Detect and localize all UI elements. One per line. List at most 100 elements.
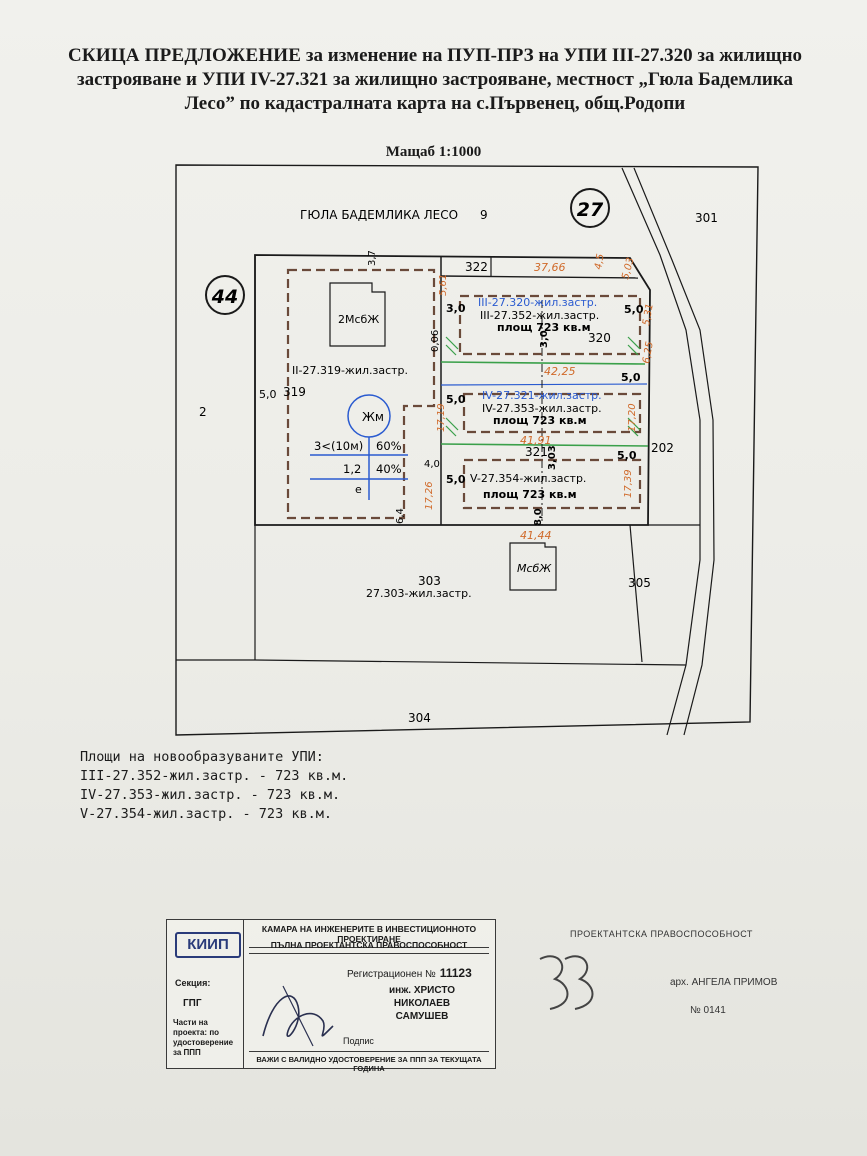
- document-title: СКИЦА ПРЕДЛОЖЕНИЕ за изменение на ПУП-ПР…: [40, 44, 830, 116]
- boundary-305: [629, 524, 643, 663]
- building-2msbzh: [329, 282, 386, 347]
- area-352: площ 723 кв.м: [497, 321, 591, 334]
- section-value: ГПГ: [183, 998, 202, 1009]
- areas-line-1: III-27.352-жил.застр. - 723 кв.м.: [80, 768, 349, 784]
- dim-4-0: 4,0: [424, 459, 440, 470]
- parcel-320: 320: [588, 331, 611, 345]
- upi-321: IV-27.321-жил.застр.: [482, 389, 602, 402]
- chamber-name: КАМАРА НА ИНЖЕНЕРИТЕ В ИНВЕСТИЦИОННОТО П…: [249, 924, 489, 948]
- parcel-301: 301: [695, 211, 718, 225]
- parcel-202: 202: [651, 441, 674, 455]
- green-hatches: [445, 336, 641, 437]
- new-upi-areas: Площи на новообразуваните УПИ: III-27.35…: [80, 748, 348, 824]
- dim-5-0-e: 5,0: [617, 449, 637, 462]
- stamp-left-column: [167, 920, 244, 1068]
- block-27-number: 27: [577, 199, 604, 221]
- architect-capacity: проектантска правоспособност: [570, 929, 753, 939]
- upi-354: V-27.354-жил.застр.: [470, 472, 586, 485]
- upi-353: IV-27.353-жил.застр.: [482, 402, 602, 415]
- signature: [262, 985, 334, 1047]
- dim-6-4: 6,4: [395, 508, 406, 524]
- setback-352: [458, 294, 642, 356]
- parcel-304: 304: [408, 711, 431, 725]
- parcel-303: 303: [418, 574, 441, 588]
- zone-zhm-label: Жм: [362, 410, 384, 424]
- dim-3-03: 3,03: [547, 445, 558, 470]
- setback-319: [286, 268, 436, 520]
- dim-37-66: 37,66: [534, 261, 566, 274]
- stamp-footer: ВАЖИ С ВАЛИДНО УДОСТОВЕРЕНИЕ ЗА ППП ЗА Т…: [249, 1051, 489, 1073]
- parcel-322: 322: [465, 260, 488, 274]
- dim-6-25: 6,25: [641, 341, 656, 365]
- dim-3-0-b: 3,0: [539, 330, 550, 348]
- setback-lines: [286, 268, 642, 520]
- upi-352: III-27.352-жил.застр.: [480, 309, 599, 322]
- parcel-9: 9: [480, 208, 488, 222]
- dim-5-0-d: 5,0: [446, 393, 466, 406]
- building-2msbzh-label: 2МсбЖ: [338, 313, 379, 326]
- title-line3: Лесо” по кадастралната карта на с.Първен…: [184, 93, 686, 114]
- boundary-322-south: [440, 275, 639, 279]
- green-boundary-1: [440, 361, 646, 365]
- signature-label: Подпис: [343, 1036, 374, 1046]
- kiip-logo: КИИП: [175, 932, 241, 958]
- dim-0-06: 0,06: [430, 330, 441, 352]
- dim-17-19: 17,19: [436, 403, 447, 432]
- locality-label: ГЮЛА БАДЕМЛИКА ЛЕСО: [300, 208, 458, 222]
- engineer-name: инж. ХРИСТО НИКОЛАЕВ САМУШЕВ: [389, 985, 455, 1022]
- areas-line-3: V-27.354-жил.застр. - 723 кв.м.: [80, 806, 332, 822]
- road-edge-right: [633, 167, 715, 736]
- title-lead: СКИЦА ПРЕДЛОЖЕНИЕ: [67, 45, 302, 66]
- dim-41-91: 41,91: [520, 434, 552, 447]
- architect-logo: [539, 955, 594, 1010]
- zone-cross: [310, 437, 408, 500]
- setback-354: [462, 458, 642, 510]
- block-44-circle: [205, 275, 245, 315]
- plan-frame: [175, 164, 759, 736]
- parcel-305: 305: [628, 576, 651, 590]
- param-green: 40%: [376, 462, 402, 476]
- architect-stamp: проектантска правоспособност арх. АНГЕЛА…: [530, 925, 780, 1025]
- setback-353: [462, 392, 642, 434]
- block-44-number: 44: [211, 286, 238, 308]
- dim-5-0-b: 5,0: [624, 303, 644, 316]
- dim-5-61: 5,61: [438, 274, 449, 296]
- dim-3-0-a: 3,0: [446, 302, 466, 315]
- title-line2: застрояване и УПИ IV-27.321 за жилищно з…: [77, 69, 793, 90]
- dim-5-0-c: 5,0: [621, 371, 641, 384]
- registration-label: Регистрационен №: [347, 969, 436, 980]
- dim-42-25: 42,25: [544, 365, 576, 378]
- dim-5-0-a: 5,0: [259, 388, 277, 401]
- architect-name: арх. АНГЕЛА ПРИМОВ: [670, 977, 778, 988]
- parcel-321: 321: [525, 445, 548, 459]
- building-msbzh: [509, 542, 557, 591]
- dim-4-5: 4,5: [593, 253, 607, 271]
- param-height: 3<(10м): [314, 439, 363, 453]
- scale-label: Мащаб 1:1000: [385, 144, 482, 160]
- area-353: площ 723 кв.м: [493, 414, 587, 427]
- title-line1: за изменение на ПУП-ПРЗ на УПИ III-27.32…: [301, 45, 803, 66]
- param-kint: 1,2: [343, 462, 361, 476]
- parcel-319: 319: [283, 385, 306, 399]
- upi-320: III-27.320-жил.застр.: [478, 296, 597, 309]
- upi-303: 27.303-жил.застр.: [366, 587, 472, 600]
- dim-17-39: 17,39: [623, 469, 634, 498]
- blue-boundary-1: [440, 383, 648, 386]
- architect-number: № 0141: [690, 1005, 726, 1016]
- area-354: площ 723 кв.м: [483, 488, 577, 501]
- block-27-boundary: [254, 254, 651, 526]
- dim-3-7: 3,7: [367, 250, 378, 266]
- dim-5-31: 5,31: [641, 303, 656, 327]
- dim-17-20: 17,20: [627, 403, 638, 432]
- upi-319: II-27.319-жил.застр.: [292, 364, 408, 377]
- registration-number: 11123: [439, 966, 472, 980]
- kiip-stamp: КИИП Секция: ГПГ Части на проекта: по уд…: [166, 919, 496, 1073]
- dim-41-44: 41,44: [520, 529, 552, 542]
- dim-8-0-a: 8,0: [533, 508, 544, 526]
- building-msbzh-label: МсбЖ: [517, 562, 552, 575]
- param-type: е: [355, 483, 362, 496]
- block-27-circle: [570, 188, 610, 228]
- dim-5-0-f: 5,0: [446, 473, 466, 486]
